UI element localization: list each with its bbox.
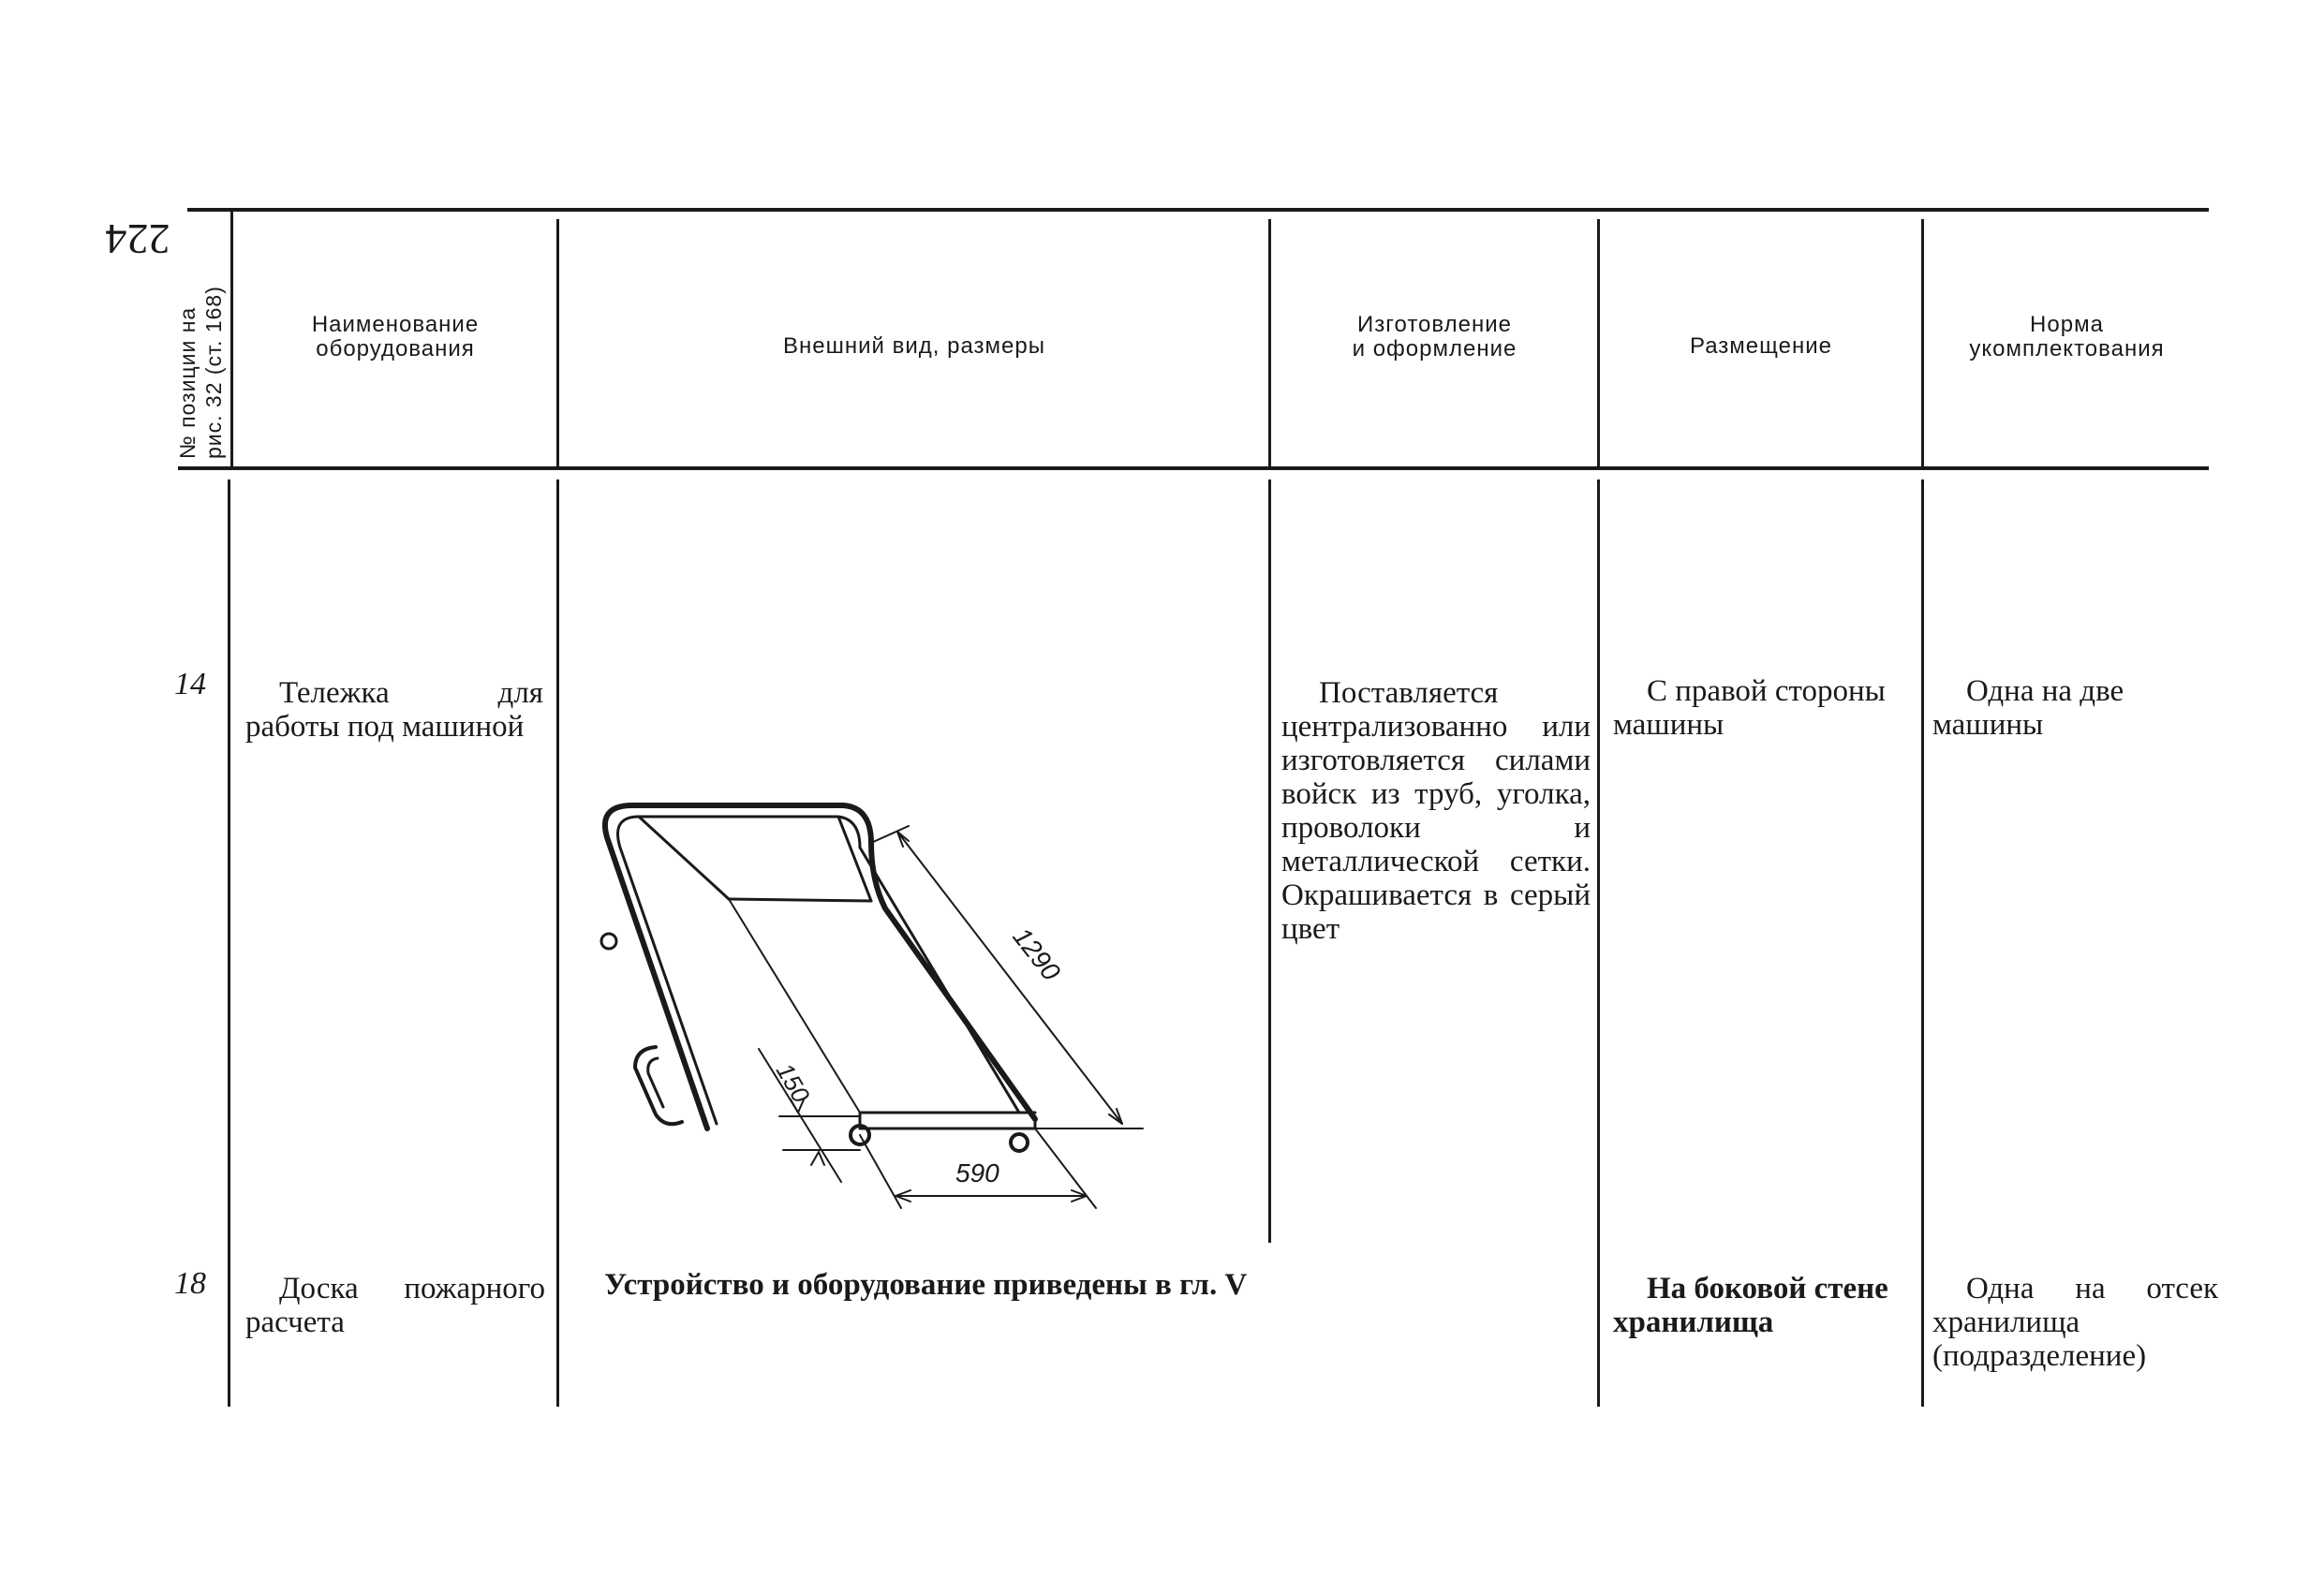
body-col-divider bbox=[1921, 479, 1924, 1407]
header-name: Наименование оборудования bbox=[311, 312, 480, 361]
header-col-divider bbox=[1921, 219, 1924, 466]
header-col-divider bbox=[1268, 219, 1271, 466]
body-col-divider bbox=[556, 479, 559, 1407]
dimension-length-label: 1290 bbox=[1007, 922, 1066, 987]
manufacture-text: Поставляется централизованно или изготов… bbox=[1281, 676, 1591, 946]
norm-text: Одна на отсек хранилища (подразделение) bbox=[1932, 1272, 2218, 1373]
header-col-divider bbox=[1597, 219, 1600, 466]
header-col-divider bbox=[556, 219, 559, 466]
header-bottom-rule bbox=[178, 466, 2209, 470]
placement-text: На боковой стене хранилища bbox=[1613, 1272, 1888, 1339]
dimension-height-label: 150 bbox=[771, 1058, 816, 1108]
row-number: 14 bbox=[174, 667, 206, 701]
header-position: № позиции на рис. 32 (ст. 168) bbox=[175, 286, 226, 459]
body-col-divider bbox=[1268, 479, 1271, 1243]
header-col-divider bbox=[230, 212, 233, 466]
page-number: 224 bbox=[105, 215, 170, 263]
dimension-width-label: 590 bbox=[955, 1158, 999, 1187]
appearance-text: Устройство и оборудование приведены в гл… bbox=[604, 1268, 1248, 1302]
header-placement: Размещение bbox=[1690, 333, 1832, 359]
header-appearance: Внешний вид, размеры bbox=[783, 333, 1045, 359]
body-col-divider bbox=[228, 479, 230, 1407]
row-number: 18 bbox=[174, 1266, 206, 1301]
norm-text: Одна на две машины bbox=[1932, 674, 2124, 742]
header-norm: Норма укомплектования bbox=[1969, 312, 2165, 361]
body-col-divider bbox=[1597, 479, 1600, 1407]
header-manufacture: Изготовление и оформление bbox=[1352, 312, 1517, 361]
equipment-name: Тележка для работы под машиной bbox=[245, 676, 543, 744]
table-top-rule bbox=[187, 208, 2209, 212]
equipment-name: Доска пожарного расчета bbox=[245, 1272, 545, 1339]
placement-text: С правой стороны машины bbox=[1613, 674, 1886, 742]
cart-drawing: 1290 150 590 bbox=[600, 803, 1144, 1209]
